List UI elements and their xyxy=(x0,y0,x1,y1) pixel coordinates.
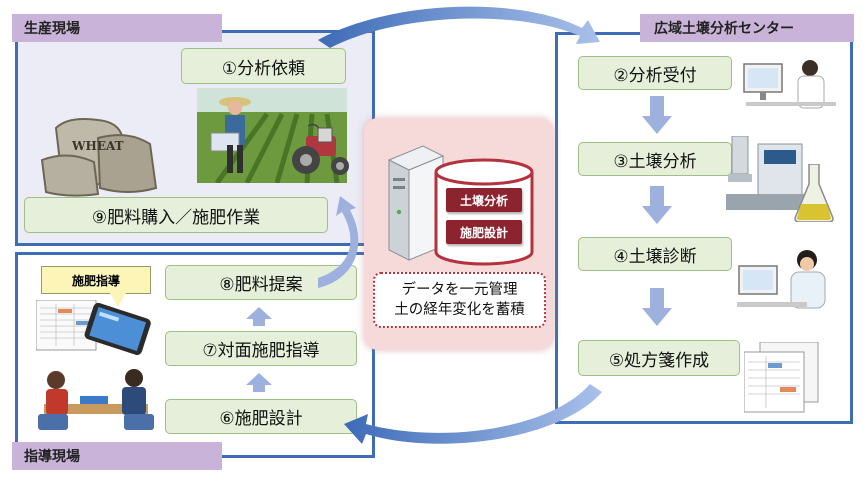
step-7-face-to-face-guidance: ⑦対面施肥指導 xyxy=(165,331,357,366)
step-5-prescription: ⑤処方箋作成 xyxy=(578,340,740,376)
scientist-diagnosis-icon xyxy=(735,244,835,314)
arrow-prescription-to-guidance xyxy=(344,384,602,444)
step-4-soil-diagnosis: ④土壌診断 xyxy=(578,237,732,271)
analysis-center-tag: 広域土壌分析センター xyxy=(640,14,854,42)
note-line-2: 土の経年変化を蓄積 xyxy=(394,302,525,318)
scientist-computer-icon xyxy=(740,56,840,114)
db-label-soil-analysis: 土壌分析 xyxy=(446,188,522,212)
down-arrow-4-to-5 xyxy=(642,288,672,326)
callout-label: 施肥指導 xyxy=(71,273,120,288)
meeting-icon xyxy=(34,362,158,434)
step-3-soil-analysis: ③土壌分析 xyxy=(578,142,732,176)
tractor-icon xyxy=(288,122,356,180)
step-2-analysis-reception: ②分析受付 xyxy=(578,56,732,90)
arrow-request-to-center xyxy=(318,6,600,48)
lab-equipment-icon xyxy=(726,135,806,214)
step-6-fertilizer-design: ⑥施肥設計 xyxy=(165,399,357,434)
tablet-icon xyxy=(82,300,154,356)
production-site-tag: 生産現場 xyxy=(12,14,222,42)
flask-icon xyxy=(793,163,835,223)
spreadsheet-document-icon xyxy=(35,299,100,352)
wheat-sacks-icon: WHEAT xyxy=(38,108,163,198)
guidance-site-tag: 指導現場 xyxy=(12,442,222,470)
up-arrow-6-to-7 xyxy=(246,373,272,392)
fertilizer-guidance-callout: 施肥指導 xyxy=(41,266,151,294)
prescription-document-icon xyxy=(743,341,822,414)
svg-text:WHEAT: WHEAT xyxy=(71,139,124,153)
down-arrow-3-to-4 xyxy=(642,186,672,224)
db-label-fertilizer-design: 施肥設計 xyxy=(446,220,522,244)
step-1-analysis-request: ①分析依頼 xyxy=(181,48,346,84)
arrow-proposal-to-purchase xyxy=(318,196,359,288)
note-line-1: データを一元管理 xyxy=(401,282,518,298)
up-arrow-7-to-8 xyxy=(246,307,272,326)
database-note: データを一元管理 土の経年変化を蓄積 xyxy=(373,272,546,328)
step-9-fertilizer-purchase: ⑨肥料購入／施肥作業 xyxy=(24,197,328,233)
callout-pointer xyxy=(110,293,126,307)
down-arrow-2-to-3 xyxy=(642,96,672,134)
